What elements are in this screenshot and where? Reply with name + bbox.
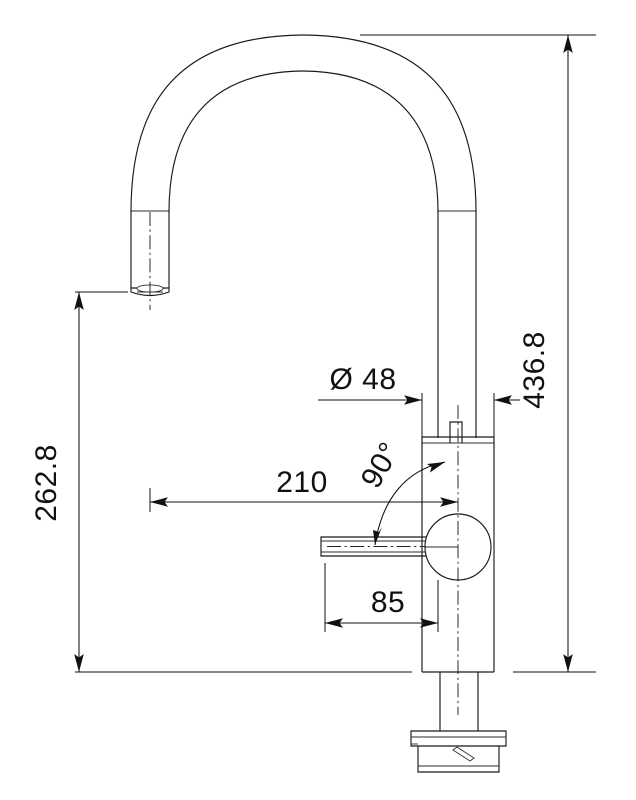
dimension-spout-outlet-height: 262.8 xyxy=(30,291,412,673)
dimension-spout-reach: 210 xyxy=(149,466,458,512)
dimension-label-262-8: 262.8 xyxy=(30,444,63,522)
dimension-body-diameter: Ø 48 xyxy=(318,363,520,448)
faucet-geometry xyxy=(130,34,507,773)
vertical-column xyxy=(437,210,477,438)
body-housing xyxy=(421,436,495,673)
dimension-label-85: 85 xyxy=(371,586,405,619)
dimension-label-diameter-48: Ø 48 xyxy=(329,363,396,396)
dimension-label-210: 210 xyxy=(276,466,328,499)
dimension-label-436-8: 436.8 xyxy=(518,331,551,409)
mounting-base-plate xyxy=(410,730,507,773)
dimension-label-90-degrees: 90° xyxy=(355,437,407,494)
mounting-shank xyxy=(439,672,479,731)
dimension-overall-height: 436.8 xyxy=(360,34,596,673)
gooseneck-spout-arc xyxy=(130,34,477,213)
dimension-lever-length: 85 xyxy=(324,563,439,632)
cartridge-stem xyxy=(449,421,463,443)
